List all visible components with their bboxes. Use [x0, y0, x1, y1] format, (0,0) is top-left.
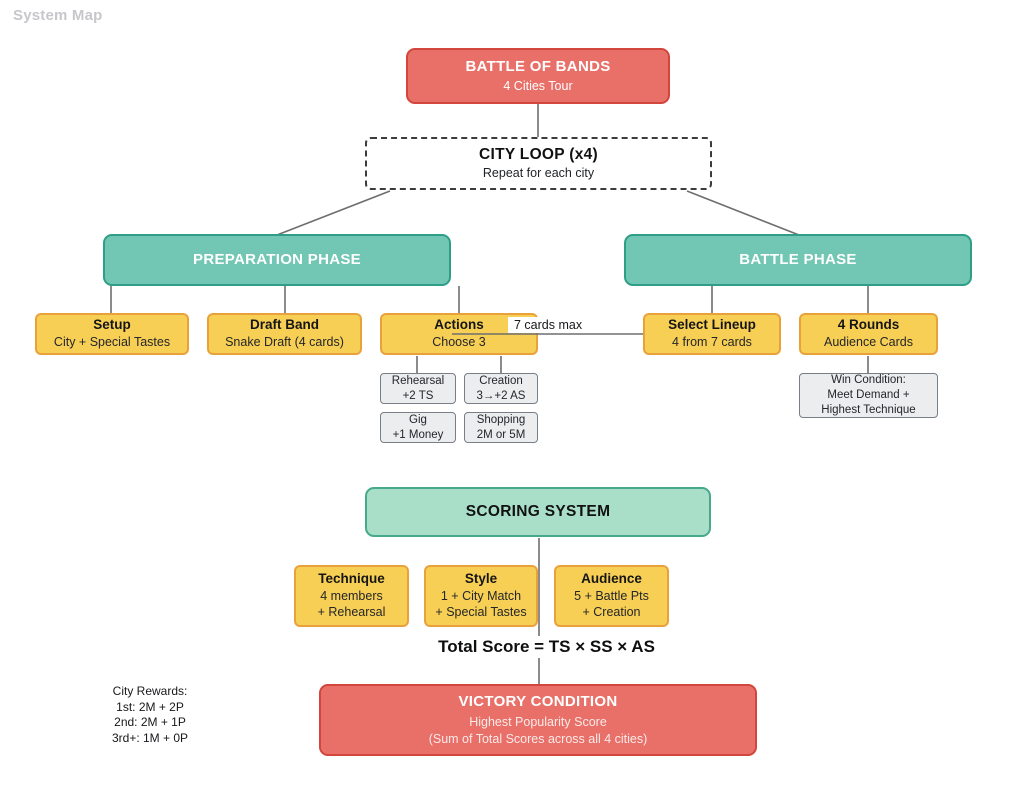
node-title: Actions: [434, 317, 484, 333]
node-gig: Gig +1 Money: [380, 412, 456, 443]
node-battle-phase: BATTLE PHASE: [624, 234, 972, 286]
edge-label-seven-cards-max: 7 cards max: [508, 317, 589, 333]
node-line: +1 Money: [392, 428, 444, 441]
node-line: Highest Technique: [821, 403, 916, 416]
node-line: + Special Tastes: [435, 605, 527, 620]
node-preparation-phase: PREPARATION PHASE: [103, 234, 451, 286]
node-battle-of-bands: BATTLE OF BANDS 4 Cities Tour: [406, 48, 670, 104]
node-title: BATTLE PHASE: [739, 250, 857, 268]
node-line: Rehearsal: [391, 374, 445, 387]
node-title: BATTLE OF BANDS: [465, 57, 611, 75]
node-title: CITY LOOP (x4): [478, 146, 599, 163]
node-line: Creation: [479, 374, 523, 387]
node-creation: Creation 3→+2 AS: [464, 373, 538, 404]
note-line: 1st: 2M + 2P: [116, 699, 184, 714]
node-subtitle: City + Special Tastes: [53, 335, 171, 350]
total-score-formula: Total Score = TS × SS × AS: [430, 636, 663, 658]
node-line: Win Condition:: [831, 374, 906, 387]
page-title: System Map: [13, 7, 103, 24]
node-title: Technique: [318, 570, 385, 586]
node-audience: Audience 5 + Battle Pts + Creation: [554, 565, 669, 627]
node-title: VICTORY CONDITION: [458, 692, 618, 710]
node-subtitle: 4 from 7 cards: [672, 335, 752, 350]
node-four-rounds: 4 Rounds Audience Cards: [799, 313, 938, 355]
note-line: City Rewards:: [112, 684, 188, 698]
node-line: Meet Demand +: [827, 389, 910, 402]
node-title: 4 Rounds: [837, 317, 900, 333]
node-subtitle: Choose 3: [432, 335, 486, 350]
node-line: 5 + Battle Pts: [574, 588, 649, 603]
node-subtitle: Audience Cards: [824, 335, 913, 350]
node-victory-condition: VICTORY CONDITION Highest Popularity Sco…: [319, 684, 757, 756]
node-win-condition: Win Condition: Meet Demand + Highest Tec…: [799, 373, 938, 418]
node-rehearsal: Rehearsal +2 TS: [380, 373, 456, 404]
note-line: 3rd+: 1M + 0P: [111, 730, 189, 745]
node-title: Select Lineup: [668, 317, 756, 333]
node-scoring-system: SCORING SYSTEM: [365, 487, 711, 537]
node-line: (Sum of Total Scores across all 4 cities…: [428, 731, 648, 746]
node-line: 3→+2 AS: [476, 389, 526, 402]
node-city-loop: CITY LOOP (x4) Repeat for each city: [365, 137, 712, 190]
node-title: Style: [464, 570, 498, 586]
node-subtitle: Snake Draft (4 cards): [225, 335, 344, 350]
node-setup: Setup City + Special Tastes: [35, 313, 189, 355]
node-line: 1 + City Match: [440, 588, 522, 603]
node-subtitle: Repeat for each city: [482, 166, 595, 181]
node-line: Gig: [409, 413, 427, 426]
node-shopping: Shopping 2M or 5M: [464, 412, 538, 443]
node-technique: Technique 4 members + Rehearsal: [294, 565, 409, 627]
node-line: 2M or 5M: [476, 428, 526, 441]
node-line: +2 TS: [402, 389, 434, 402]
node-line: 4 members: [320, 588, 383, 603]
node-style: Style 1 + City Match + Special Tastes: [424, 565, 538, 627]
node-draft-band: Draft Band Snake Draft (4 cards): [207, 313, 362, 355]
note-line: 2nd: 2M + 1P: [114, 715, 186, 729]
node-subtitle: 4 Cities Tour: [503, 78, 573, 93]
node-select-lineup: Select Lineup 4 from 7 cards: [643, 313, 781, 355]
city-rewards-note: City Rewards: 1st: 2M + 2P 2nd: 2M + 1P …: [95, 684, 205, 746]
node-title: Audience: [581, 570, 642, 586]
node-title: Setup: [93, 317, 131, 333]
node-line: + Creation: [582, 605, 641, 620]
node-title: PREPARATION PHASE: [193, 250, 361, 268]
node-line: + Rehearsal: [317, 605, 386, 620]
node-line: Highest Popularity Score: [469, 715, 607, 730]
node-title: SCORING SYSTEM: [465, 503, 611, 521]
node-line: Shopping: [476, 413, 526, 426]
node-title: Draft Band: [249, 317, 319, 333]
